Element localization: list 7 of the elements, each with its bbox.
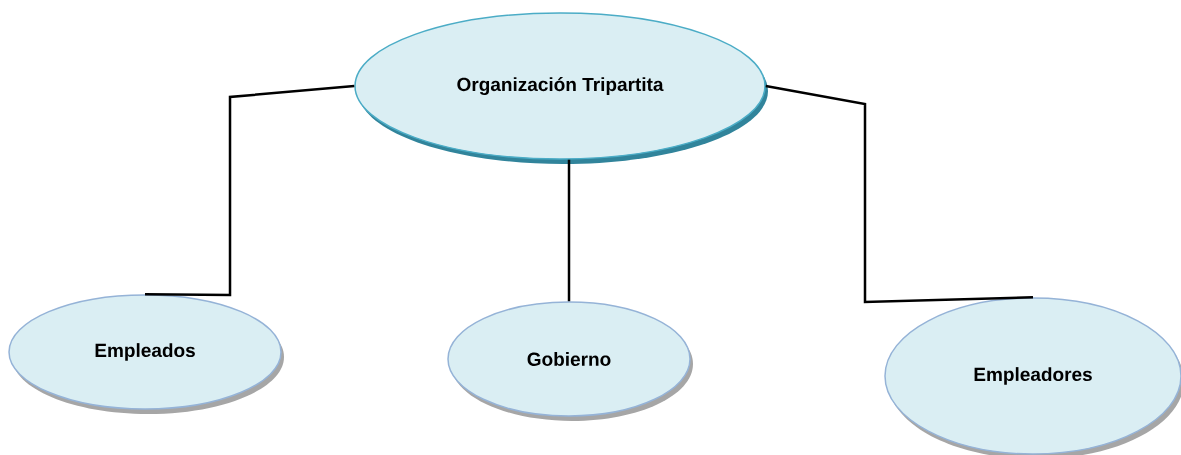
ellipse-node: Gobierno <box>447 301 693 421</box>
connector-line <box>765 84 1034 304</box>
ellipse-node: Empleados <box>8 294 284 414</box>
connector-line <box>145 84 355 297</box>
ellipse-node: Empleadores <box>884 297 1181 455</box>
ellipse-node: Organización Tripartita <box>354 12 768 164</box>
connector-line <box>567 159 571 302</box>
